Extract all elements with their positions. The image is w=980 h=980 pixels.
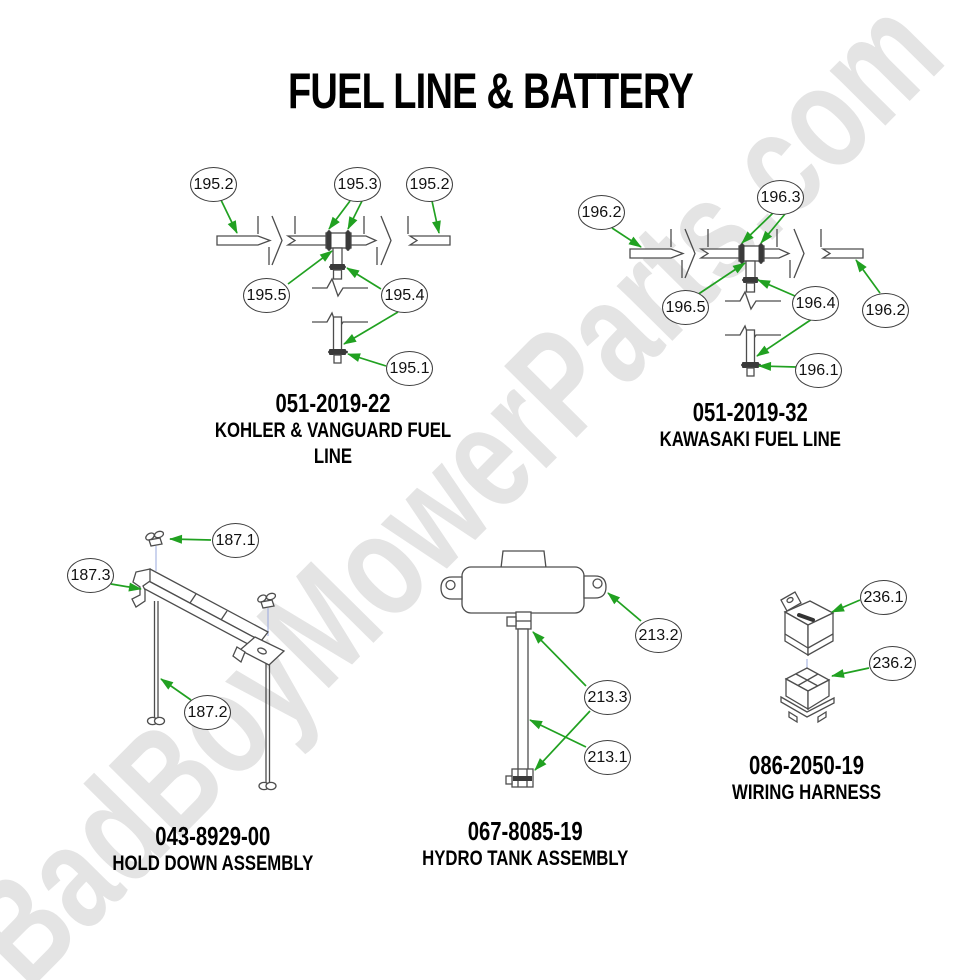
hydro-tank-drawing xyxy=(440,550,607,788)
callout-195-3: 195.3 xyxy=(334,167,381,202)
part-name: WIRING HARNESS xyxy=(732,780,882,804)
hold-down-assembly-drawing xyxy=(131,530,286,791)
connector-drawing xyxy=(780,667,835,724)
part-name: HOLD DOWN ASSEMBLY xyxy=(112,851,314,875)
callout-195-2-a: 195.2 xyxy=(190,167,237,202)
page-title: FUEL LINE & BATTERY xyxy=(0,62,980,120)
part-number: 051-2019-22 xyxy=(275,388,391,418)
callout-195-4: 195.4 xyxy=(381,278,428,313)
label-hold-down-assembly: 043-8929-00 HOLD DOWN ASSEMBLY xyxy=(43,823,383,876)
callout-213-2: 213.2 xyxy=(635,618,682,653)
page-title-text: FUEL LINE & BATTERY xyxy=(287,63,694,119)
part-name: HYDRO TANK ASSEMBLY xyxy=(421,846,629,870)
relay-drawing xyxy=(780,591,835,657)
callout-213-3: 213.3 xyxy=(584,680,631,715)
label-kawasaki-fuel-line: 051-2019-32 KAWASAKI FUEL LINE xyxy=(580,399,920,452)
callout-213-1: 213.1 xyxy=(584,740,631,775)
wiring-harness-drawing xyxy=(780,591,835,724)
callout-187-2: 187.2 xyxy=(184,695,231,730)
callout-196-4: 196.4 xyxy=(792,286,839,321)
callout-arrows xyxy=(110,199,881,771)
callout-187-1: 187.1 xyxy=(212,523,259,558)
wing-nut xyxy=(145,530,165,547)
callout-236-1: 236.1 xyxy=(860,580,907,615)
part-name: KAWASAKI FUEL LINE xyxy=(659,427,841,451)
label-kohler-fuel-line: 051-2019-22 KOHLER & VANGUARD FUEL LINE xyxy=(163,390,503,469)
callout-196-2-b: 196.2 xyxy=(862,293,909,328)
callout-195-5: 195.5 xyxy=(243,278,290,313)
callout-236-2: 236.2 xyxy=(869,646,916,681)
wing-nut xyxy=(257,592,277,609)
callout-187-3: 187.3 xyxy=(67,558,114,593)
label-hydro-tank-assembly: 067-8085-19 HYDRO TANK ASSEMBLY xyxy=(355,818,695,871)
part-number: 051-2019-32 xyxy=(692,397,808,427)
kohler-fuel-line-drawing xyxy=(216,215,451,364)
label-wiring-harness: 086-2050-19 WIRING HARNESS xyxy=(637,752,977,805)
part-number: 067-8085-19 xyxy=(467,816,583,846)
callout-196-5: 196.5 xyxy=(662,290,709,325)
callout-195-1: 195.1 xyxy=(386,351,433,386)
callout-196-3: 196.3 xyxy=(757,180,804,215)
part-name: KOHLER & VANGUARD FUEL LINE xyxy=(214,418,452,468)
callout-196-1: 196.1 xyxy=(795,353,842,388)
callout-195-2-b: 195.2 xyxy=(406,167,453,202)
part-number: 043-8929-00 xyxy=(155,821,271,851)
part-number: 086-2050-19 xyxy=(749,750,865,780)
callout-196-2-a: 196.2 xyxy=(578,195,625,230)
